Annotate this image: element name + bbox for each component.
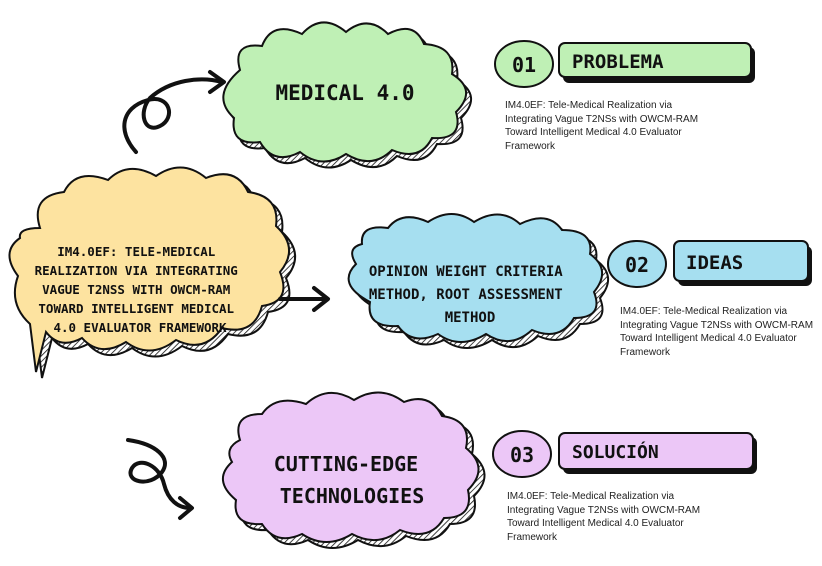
- label-box-01: [558, 42, 752, 78]
- center-line-1: IM4.0EF: TELE-MEDICAL: [57, 244, 216, 259]
- svg-text:OPINION WEIGHT CRITERIA: OPINION WEIGHT CRITERIA METHOD, ROOT ASS…: [369, 264, 571, 326]
- description-03: IM4.0EF: Tele-Medical Realization via In…: [507, 491, 701, 543]
- svg-text:IM4.0EF: TELE-MEDICAL RE: IM4.0EF: TELE-MEDICAL REALIZATION VIA IN…: [35, 244, 246, 335]
- item-02-header: 02 IDEAS: [607, 240, 812, 288]
- swirl-arrow-bottom: [126, 438, 194, 520]
- cloud-opinion-weight: OPINION WEIGHT CRITERIA METHOD, ROOT ASS…: [347, 213, 609, 349]
- svg-text:CUTTING-EDGE TECHNOLOGIE: CUTTING-EDGE TECHNOLOGIES: [274, 452, 431, 508]
- center-line-3: VAGUE T2NSS WITH OWCM-RAM: [42, 282, 230, 297]
- cloud-cutting-line-1: CUTTING-EDGE: [274, 452, 419, 476]
- number-02-text: 02: [625, 253, 649, 277]
- center-speech-cloud: IM4.0EF: TELE-MEDICAL REALIZATION VIA IN…: [8, 166, 296, 379]
- center-line-5: 4.0 EVALUATOR FRAMEWORK: [53, 320, 227, 335]
- arrow-right-center: [278, 286, 330, 312]
- center-line-2: REALIZATION VIA INTEGRATING: [35, 263, 238, 278]
- center-line-4: TOWARD INTELLIGENT MEDICAL: [38, 301, 234, 316]
- label-02-text: IDEAS: [686, 252, 743, 274]
- description-01: IM4.0EF: Tele-Medical Realization via In…: [505, 100, 699, 152]
- cloud-medical-4-0: MEDICAL 4.0: [222, 21, 472, 169]
- number-03-text: 03: [510, 443, 534, 467]
- cloud-opinion-line-2: METHOD, ROOT ASSESSMENT: [369, 287, 563, 303]
- cloud-cutting-edge: CUTTING-EDGE TECHNOLOGIES: [222, 391, 486, 549]
- cloud-opinion-line-1: OPINION WEIGHT CRITERIA: [369, 264, 563, 280]
- cloud-cutting-body: [222, 391, 480, 543]
- label-01-text: PROBLEMA: [572, 51, 664, 73]
- cloud-opinion-body: [347, 213, 603, 343]
- center-cloud-body: [8, 166, 290, 373]
- label-box-02: [673, 240, 809, 282]
- number-badge-02: [607, 240, 667, 288]
- cloud-cutting-line-2: TECHNOLOGIES: [280, 484, 425, 508]
- item-03-header: 03 SOLUCIÓN: [492, 430, 757, 478]
- item-01-header: 01 PROBLEMA: [494, 40, 755, 88]
- cloud-medical-body: [222, 21, 467, 163]
- description-02: IM4.0EF: Tele-Medical Realization via In…: [620, 306, 814, 358]
- label-03-text: SOLUCIÓN: [572, 441, 659, 463]
- number-badge-01: [494, 40, 554, 88]
- number-badge-03: [492, 430, 552, 478]
- label-box-03: [558, 432, 754, 470]
- swirl-arrow-top: [122, 70, 226, 154]
- number-01-text: 01: [512, 53, 536, 77]
- cloud-medical-line-1: MEDICAL 4.0: [275, 81, 414, 105]
- svg-text:MEDICAL 4.0: MEDICAL 4.0: [275, 81, 414, 105]
- cloud-opinion-line-3: METHOD: [445, 310, 496, 326]
